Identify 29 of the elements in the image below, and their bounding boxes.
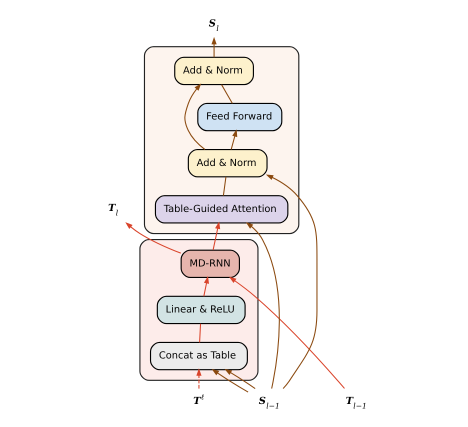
arrow bbox=[184, 83, 205, 150]
node-text: S$_{l}$ bbox=[208, 18, 218, 34]
connector bbox=[220, 84, 232, 104]
connector bbox=[198, 324, 201, 342]
node-box: Concat as Table bbox=[149, 342, 248, 370]
arrow bbox=[228, 276, 344, 389]
arrow bbox=[224, 368, 255, 390]
node-box: Linear & ReLU bbox=[156, 296, 246, 324]
arrow bbox=[202, 276, 209, 296]
node-box: Feed Forward bbox=[196, 102, 282, 132]
arrow bbox=[196, 368, 202, 389]
node-text: S$_{l−1}$ bbox=[258, 396, 280, 411]
connector bbox=[222, 176, 226, 196]
node-text: T$_{l}$ bbox=[108, 203, 118, 218]
arrow bbox=[124, 222, 180, 254]
node-box: Add & Norm bbox=[174, 56, 254, 86]
cluster bbox=[138, 239, 258, 381]
node-text: T$_{l−1}$ bbox=[345, 396, 366, 411]
node-text: T$^{ℓ}$ bbox=[192, 392, 204, 408]
arrow bbox=[265, 174, 317, 389]
cluster bbox=[143, 46, 299, 234]
arrow bbox=[245, 222, 280, 389]
node-box: Table-Guided Attention bbox=[154, 195, 288, 224]
arrow bbox=[211, 368, 248, 392]
node-box: MD-RNN bbox=[180, 250, 240, 278]
node-box: Add & Norm bbox=[187, 149, 268, 178]
arrow bbox=[210, 36, 216, 58]
arrow bbox=[230, 129, 237, 150]
arrow bbox=[212, 221, 220, 250]
